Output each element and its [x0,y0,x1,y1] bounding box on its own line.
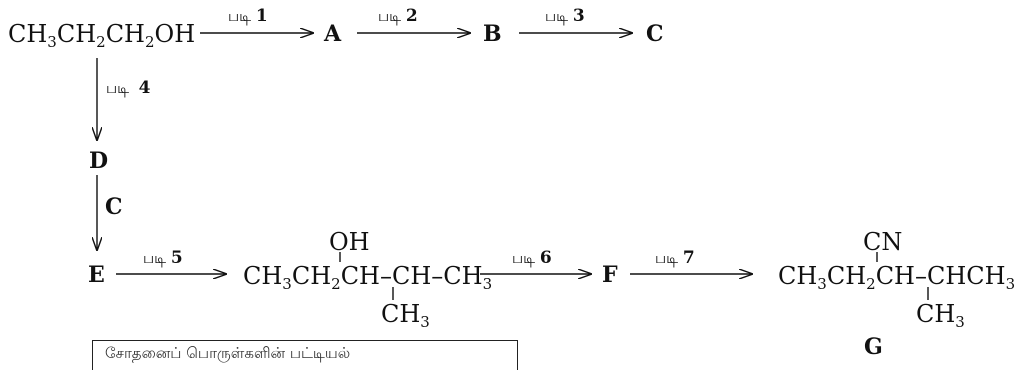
formula-propanol: CH3CH2CH2OH [8,20,196,50]
step-number: 3 [572,6,585,26]
formula-alcohol: CH3CH2CH–CH–CH3 [243,262,492,292]
formula-part: CH [56,20,97,48]
formula-part: CH [105,20,145,48]
formula-part: CH [243,262,283,290]
step-word: படி [228,7,252,25]
formula-part: OH [154,20,196,48]
compound-e: E [88,262,105,288]
compound-f: F [602,262,618,288]
reagent-list-box: சோதனைப் பொருள்களின் பட்டியல் [92,340,518,370]
reaction-arrows [0,0,929,300]
step-label-7: படி 7 [655,250,695,267]
step-number: 5 [170,248,183,268]
methyl-branch-alcohol: CH3 [381,300,430,330]
formula-part: CH [778,262,818,290]
formula-part: CH [8,20,48,48]
step-label-2: படி 2 [378,8,418,25]
formula-subscript: 3 [482,275,493,293]
compound-c: C [646,21,664,47]
step-word: படி [655,249,679,267]
reagent-c: C [105,194,123,220]
step-number: 6 [539,248,552,268]
hydroxyl-group: OH [329,228,370,256]
step-number: 4 [138,78,151,98]
compound-a: A [324,21,342,47]
formula-subscript: 3 [955,313,965,331]
formula-subscript: 3 [817,275,827,293]
methyl-branch-nitrile: CH3 [916,300,965,330]
formula-subscript: 2 [144,33,155,51]
step-label-5: படி 5 [143,250,183,267]
compound-g: G [864,334,883,360]
formula-part: CH–CH–CH [340,262,483,290]
step-label-3: படி 3 [545,8,585,25]
step-number: 2 [405,6,418,26]
step-number: 1 [255,6,268,26]
formula-subscript: 2 [866,275,876,293]
compound-d: D [89,148,109,174]
formula-subscript: 2 [331,275,341,293]
formula-subscript: 3 [282,275,292,293]
formula-part: CH–CHCH [875,262,1006,290]
step-word: படி [545,7,569,25]
step-label-1: படி 1 [228,8,268,25]
reagent-list-title: சோதனைப் பொருள்களின் பட்டியல் [105,344,351,362]
formula-part: CH [916,300,956,328]
formula-subscript: 3 [420,313,430,331]
formula-subscript: 3 [1005,275,1015,293]
step-number: 7 [682,248,695,268]
step-word: படி [106,79,130,97]
formula-part: CH [381,300,421,328]
step-word: படி [378,7,402,25]
formula-part: CH [291,262,332,290]
formula-nitrile: CH3CH2CH–CHCH3 [778,262,1015,292]
nitrile-group: CN [863,228,903,256]
formula-subscript: 2 [96,33,106,51]
step-word: படி [512,249,536,267]
step-label-4: படி 4 [106,80,151,97]
formula-subscript: 3 [47,33,57,51]
compound-b: B [483,21,502,47]
step-label-6: படி 6 [512,250,552,267]
formula-part: CH [826,262,867,290]
step-word: படி [143,249,167,267]
